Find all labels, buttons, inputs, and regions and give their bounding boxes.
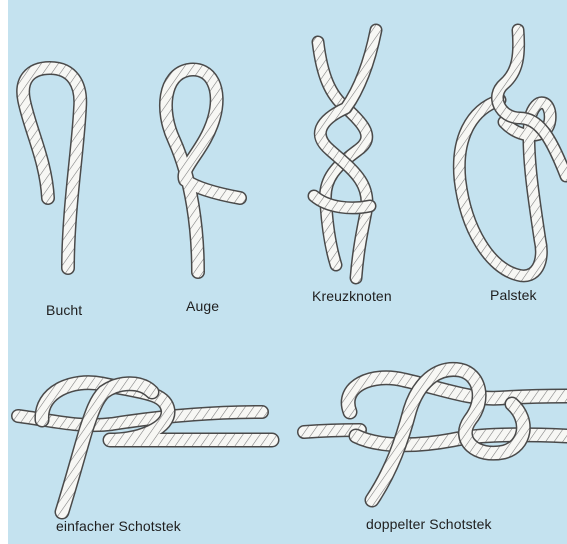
bight-rope-icon (23, 68, 80, 268)
caption-bucht: Bucht (46, 302, 82, 318)
caption-palstek: Palstek (490, 287, 537, 303)
sheet-bend-icon (18, 383, 272, 512)
reef-knot-icon (314, 30, 376, 278)
caption-kreuzknoten: Kreuzknoten (312, 288, 392, 304)
double-sheet-bend-icon (304, 369, 567, 500)
caption-doppelter-schotstek: doppelter Schotstek (366, 516, 492, 532)
bowline-icon (459, 30, 566, 276)
caption-auge: Auge (186, 298, 219, 314)
loop-rope-icon (166, 70, 240, 272)
caption-einfacher-schotstek: einfacher Schotstek (56, 518, 181, 534)
